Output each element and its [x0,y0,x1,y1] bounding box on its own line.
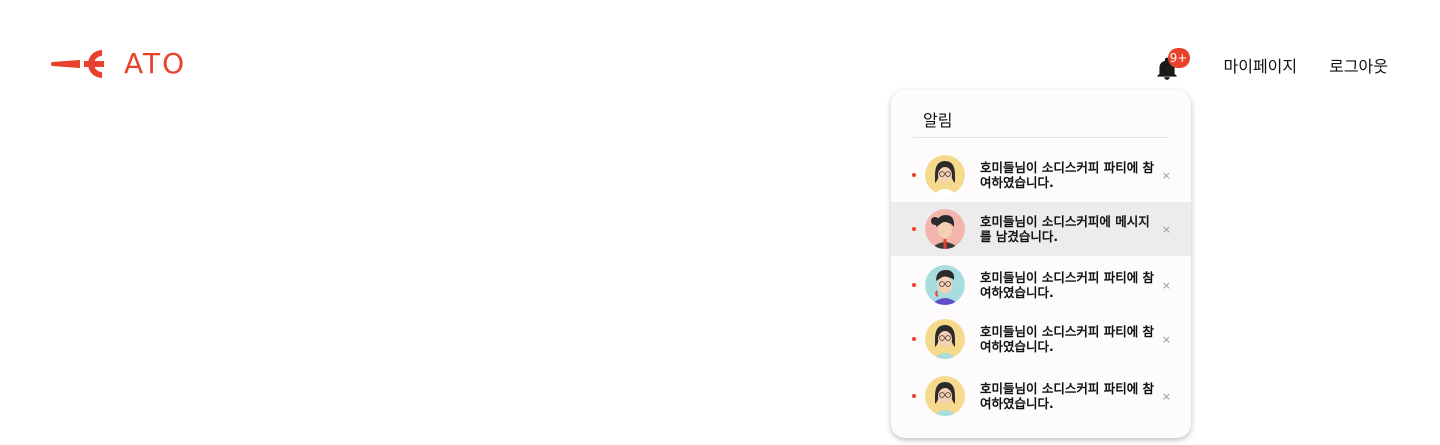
notification-message: 호미들님이 소디스커피 파티에 참여하였습니다. [980,324,1155,354]
notification-message: 호미들님이 소디스커피 파티에 참여하였습니다. [980,160,1155,190]
logo-text: ATO [124,47,187,80]
notification-message: 호미들님이 소디스커피에 메시지를 남겼습니다. [980,214,1150,244]
notification-item[interactable]: 호미들님이 소디스커피 파티에 참여하였습니다. × [891,258,1191,312]
notification-item[interactable]: 호미들님이 소디스커피에 메시지를 남겼습니다. × [891,202,1191,256]
close-icon[interactable]: × [1161,278,1171,292]
header-nav: 9+ 마이페이지 로그아웃 [1152,48,1388,84]
notification-message: 호미들님이 소디스커피 파티에 참여하였습니다. [980,270,1155,300]
avatar-woman-glasses-icon [925,376,965,416]
mypage-link[interactable]: 마이페이지 [1223,57,1298,76]
avatar-woman-ponytail-icon [925,209,965,249]
notification-panel: 알림 호미들님이 소디스커피 파티에 참여하였습니다. × [891,90,1191,438]
notification-bell[interactable]: 9+ [1152,48,1190,84]
close-icon[interactable]: × [1161,222,1171,236]
notification-count-badge: 9+ [1167,48,1190,68]
logout-link[interactable]: 로그아웃 [1329,57,1388,76]
notification-item[interactable]: 호미들님이 소디스커피 파티에 참여하였습니다. × [891,369,1191,423]
close-icon[interactable]: × [1161,389,1171,403]
divider [913,137,1169,138]
notification-panel-title: 알림 [923,111,953,130]
notification-item[interactable]: 호미들님이 소디스커피 파티에 참여하였습니다. × [891,312,1191,366]
logo[interactable]: ATO [50,46,186,82]
unread-dot [912,173,916,177]
notification-item[interactable]: 호미들님이 소디스커피 파티에 참여하였습니다. × [891,148,1191,202]
unread-dot [912,337,916,341]
avatar-woman-glasses-icon [925,155,965,195]
close-icon[interactable]: × [1161,168,1171,182]
unread-dot [912,283,916,287]
unread-dot [912,227,916,231]
notification-message: 호미들님이 소디스커피 파티에 참여하였습니다. [980,381,1155,411]
fork-e-logo-icon [51,50,104,78]
unread-dot [912,394,916,398]
avatar-woman-glasses-icon [925,319,965,359]
close-icon[interactable]: × [1161,332,1171,346]
avatar-man-glasses-icon [925,265,965,305]
